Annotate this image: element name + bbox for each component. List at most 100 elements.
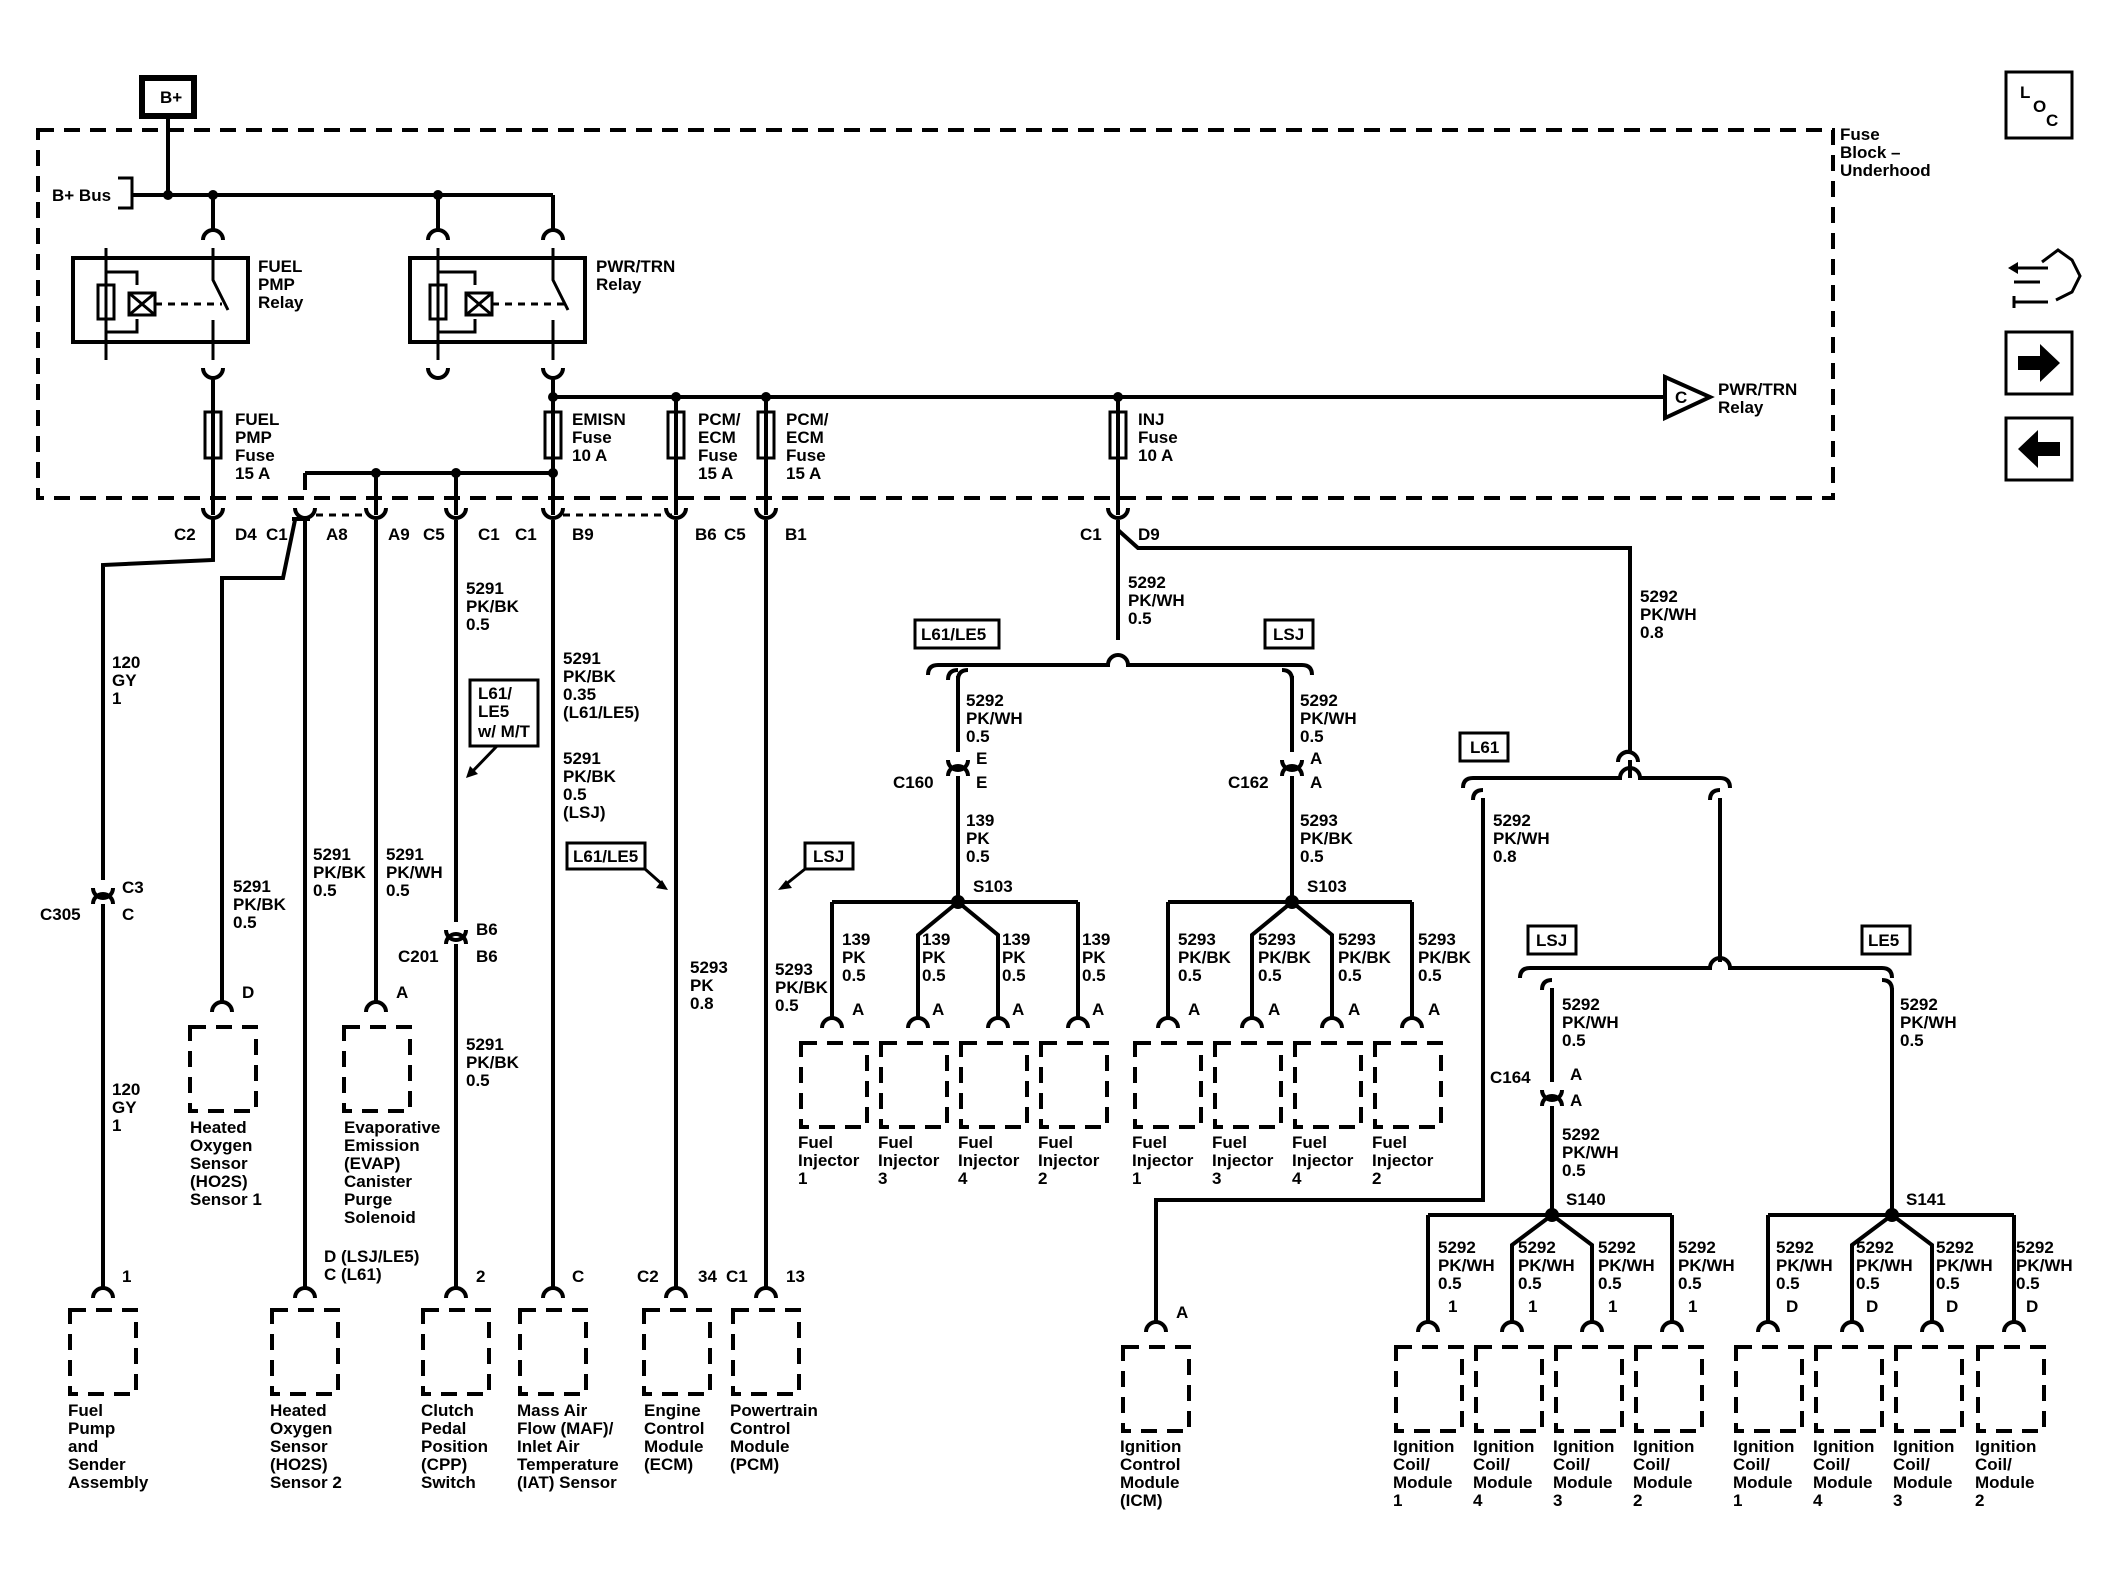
svg-text:5292: 5292 bbox=[1900, 995, 1938, 1014]
component-maf-iat-sensor bbox=[518, 1308, 588, 1396]
svg-text:PK/BK: PK/BK bbox=[775, 978, 829, 997]
coil-pins: 1 1 1 1 D D D D bbox=[1448, 1297, 2038, 1316]
evap-label: Evaporative Emission (EVAP) Canister Pur… bbox=[344, 1118, 440, 1227]
svg-text:ECM: ECM bbox=[698, 428, 736, 447]
svg-text:PK/WH: PK/WH bbox=[1678, 1256, 1735, 1275]
svg-text:0.8: 0.8 bbox=[1493, 847, 1517, 866]
svg-text:PK/BK: PK/BK bbox=[313, 863, 367, 882]
svg-text:PK/WH: PK/WH bbox=[1856, 1256, 1913, 1275]
wire-lsj-coil: 5292 PK/WH 0.5 bbox=[1562, 995, 1619, 1050]
svg-text:A8: A8 bbox=[326, 525, 348, 544]
svg-text:C (L61): C (L61) bbox=[324, 1265, 382, 1284]
svg-text:PMP: PMP bbox=[258, 275, 295, 294]
component-ho2s-1 bbox=[188, 1025, 258, 1113]
svg-text:PK/WH: PK/WH bbox=[2016, 1256, 2073, 1275]
svg-text:0.5: 0.5 bbox=[1128, 609, 1152, 628]
wire-le5-coil: 5292 PK/WH 0.5 bbox=[1900, 995, 1957, 1050]
svg-text:L61/: L61/ bbox=[478, 684, 512, 703]
svg-text:0.5: 0.5 bbox=[966, 847, 990, 866]
svg-text:FUEL: FUEL bbox=[235, 410, 279, 429]
svg-text:C5: C5 bbox=[423, 525, 445, 544]
svg-text:0.5: 0.5 bbox=[1258, 966, 1282, 985]
svg-text:PK: PK bbox=[922, 948, 946, 967]
svg-text:Purge: Purge bbox=[344, 1190, 392, 1209]
fuel-pmp-relay-label: FUEL PMP Relay bbox=[258, 257, 304, 312]
svg-text:Module: Module bbox=[1553, 1473, 1613, 1492]
svg-text:1: 1 bbox=[798, 1169, 807, 1188]
pin-evap: A bbox=[396, 983, 408, 1002]
fuse-pcm-ecm-1-label: PCM/ ECM Fuse 15 A bbox=[698, 410, 741, 483]
svg-text:PK/WH: PK/WH bbox=[1493, 829, 1550, 848]
svg-text:PWR/TRN: PWR/TRN bbox=[1718, 380, 1797, 399]
wire-cpp-top: 5291 PK/BK 0.5 bbox=[466, 579, 520, 634]
svg-text:A: A bbox=[1012, 1000, 1024, 1019]
svg-text:2: 2 bbox=[1038, 1169, 1047, 1188]
option-coil-le5 bbox=[1860, 924, 1912, 956]
svg-text:1: 1 bbox=[112, 1116, 121, 1135]
svg-text:0.5: 0.5 bbox=[1338, 966, 1362, 985]
svg-text:139: 139 bbox=[1082, 930, 1110, 949]
svg-text:Sensor 2: Sensor 2 bbox=[270, 1473, 342, 1492]
connector-view-icon[interactable] bbox=[2008, 248, 2082, 308]
svg-text:5292: 5292 bbox=[1640, 587, 1678, 606]
connector-c164: C164 bbox=[1490, 1068, 1531, 1087]
cpp-label: Clutch Pedal Position (CPP) Switch bbox=[421, 1401, 488, 1492]
svg-text:(EVAP): (EVAP) bbox=[344, 1154, 400, 1173]
svg-text:PWR/TRN: PWR/TRN bbox=[596, 257, 675, 276]
svg-text:0.5: 0.5 bbox=[1418, 966, 1442, 985]
svg-text:Coil/: Coil/ bbox=[1473, 1455, 1510, 1474]
svg-text:Fuel: Fuel bbox=[1038, 1133, 1073, 1152]
svg-text:PK/BK: PK/BK bbox=[466, 1053, 520, 1072]
loc-button[interactable]: L O C bbox=[2004, 70, 2074, 140]
svg-text:Fuse: Fuse bbox=[572, 428, 612, 447]
wire-maf-l61-le5: 5291 PK/BK 0.35 (L61/LE5) bbox=[563, 649, 640, 722]
svg-text:D: D bbox=[1866, 1297, 1878, 1316]
svg-text:0.35: 0.35 bbox=[563, 685, 596, 704]
wire-inj-main: 5292 PK/WH 0.5 bbox=[1128, 573, 1185, 628]
svg-text:5293: 5293 bbox=[690, 958, 728, 977]
svg-text:A9: A9 bbox=[388, 525, 410, 544]
svg-text:Ignition: Ignition bbox=[1813, 1437, 1874, 1456]
svg-text:Sender: Sender bbox=[68, 1455, 126, 1474]
svg-text:Sensor 1: Sensor 1 bbox=[190, 1190, 262, 1209]
svg-text:Block –: Block – bbox=[1840, 143, 1900, 162]
fuse-fuel-pmp-label: FUEL PMP Fuse 15 A bbox=[235, 410, 279, 483]
svg-text:L61/LE5: L61/LE5 bbox=[573, 847, 638, 866]
svg-text:0.5: 0.5 bbox=[563, 785, 587, 804]
svg-text:ECM: ECM bbox=[786, 428, 824, 447]
svg-text:Oxygen: Oxygen bbox=[190, 1136, 252, 1155]
svg-text:Coil/: Coil/ bbox=[1975, 1455, 2012, 1474]
wire-ho2s1: 5291 PK/BK 0.5 bbox=[233, 877, 287, 932]
pwr-trn-relay bbox=[408, 195, 587, 397]
splice-s103a-label: S103 bbox=[973, 877, 1013, 896]
previous-arrow-button[interactable] bbox=[2004, 416, 2074, 482]
svg-text:Module: Module bbox=[1733, 1473, 1793, 1492]
connector-e1: E bbox=[976, 749, 987, 768]
svg-text:5292: 5292 bbox=[1300, 691, 1338, 710]
svg-text:D: D bbox=[1946, 1297, 1958, 1316]
svg-text:Module: Module bbox=[1633, 1473, 1693, 1492]
svg-text:D4: D4 bbox=[235, 525, 257, 544]
svg-text:C1: C1 bbox=[515, 525, 537, 544]
svg-text:Sensor: Sensor bbox=[270, 1437, 328, 1456]
option-l61 bbox=[1458, 731, 1510, 763]
svg-text:PK/WH: PK/WH bbox=[1562, 1143, 1619, 1162]
svg-text:Control: Control bbox=[730, 1419, 790, 1438]
next-arrow-button[interactable] bbox=[2004, 330, 2074, 396]
fuel-injector-2-b bbox=[1373, 1041, 1443, 1129]
svg-text:Module: Module bbox=[1473, 1473, 1533, 1492]
svg-text:2: 2 bbox=[1372, 1169, 1381, 1188]
svg-text:Fuel: Fuel bbox=[1372, 1133, 1407, 1152]
wire-120-gy-a: 120 GY 1 bbox=[112, 653, 140, 708]
splice-s103b-label: S103 bbox=[1307, 877, 1347, 896]
svg-text:(ECM): (ECM) bbox=[644, 1455, 693, 1474]
svg-text:PK: PK bbox=[1082, 948, 1106, 967]
svg-text:Position: Position bbox=[421, 1437, 488, 1456]
b-plus-bus-label: B+ Bus bbox=[52, 186, 111, 205]
svg-text:GY: GY bbox=[112, 671, 137, 690]
svg-text:2: 2 bbox=[1633, 1491, 1642, 1510]
svg-text:5292: 5292 bbox=[1598, 1238, 1636, 1257]
svg-text:Underhood: Underhood bbox=[1840, 161, 1931, 180]
coil-branch-labels: 5292 PK/WH 0.5 5292 PK/WH 0.5 5292 PK/WH… bbox=[1438, 1238, 2073, 1293]
svg-text:LE5: LE5 bbox=[478, 702, 509, 721]
